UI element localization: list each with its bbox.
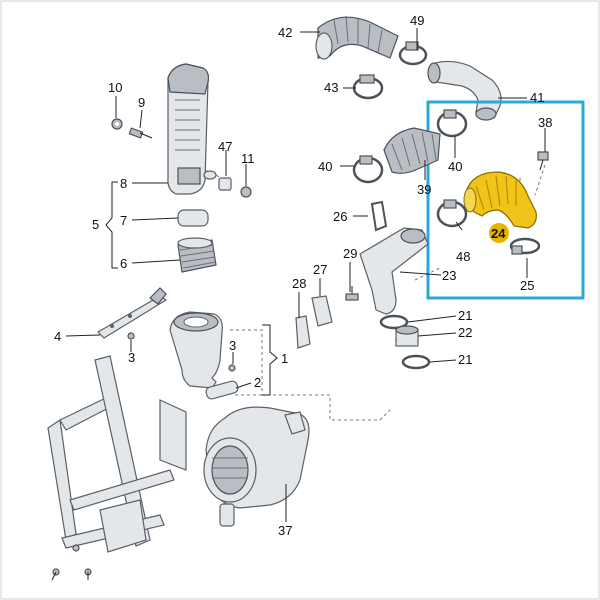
highlight-box <box>426 100 585 300</box>
brace-group-1 <box>262 324 278 396</box>
hose-clamp-part-49 <box>398 41 428 66</box>
clip-part-26 <box>370 200 388 232</box>
clamp-part-21-lower <box>401 354 431 370</box>
hose-clamp-part-48 <box>436 199 468 228</box>
label-49: 49 <box>410 13 424 28</box>
label-28: 28 <box>292 276 306 291</box>
label-29: 29 <box>343 246 357 261</box>
connector-part-22 <box>395 325 419 347</box>
label-10: 10 <box>108 80 122 95</box>
clamp-part-21-upper <box>379 314 409 330</box>
label-24-badge <box>489 223 509 243</box>
label-42: 42 <box>278 25 292 40</box>
corrugated-hose-part-39 <box>383 127 441 174</box>
label-8: 8 <box>120 176 127 191</box>
label-24: 24 <box>491 226 506 241</box>
blower-motor-part-37 <box>203 406 310 527</box>
label-37: 37 <box>278 523 292 538</box>
label-43: 43 <box>324 80 338 95</box>
label-2: 2 <box>254 375 261 390</box>
label-1: 1 <box>281 351 288 366</box>
air-duct-part-23 <box>359 227 429 315</box>
label-38: 38 <box>538 115 552 130</box>
label-25: 25 <box>520 278 534 293</box>
hose-clamp-part-40-right <box>436 109 468 138</box>
label-26: 26 <box>333 209 347 224</box>
leader-lines <box>65 28 546 522</box>
elbow-duct-part-41 <box>427 60 502 121</box>
bracket-part-4 <box>97 287 168 339</box>
corrugated-hose-part-42 <box>315 15 399 60</box>
label-21-lower: 21 <box>458 352 472 367</box>
label-41: 41 <box>530 90 544 105</box>
highlighted-hose-part-24 <box>463 171 537 229</box>
mounting-frame <box>47 355 187 581</box>
label-39: 39 <box>417 182 431 197</box>
label-21-upper: 21 <box>458 308 472 323</box>
bracket-part-27 <box>311 295 333 327</box>
label-40-left: 40 <box>318 159 332 174</box>
label-3-left: 3 <box>128 350 135 365</box>
bolt-head-part-29 <box>345 293 359 301</box>
label-4: 4 <box>54 329 61 344</box>
nut-part-3-right <box>228 364 236 372</box>
label-47: 47 <box>218 139 232 154</box>
label-27: 27 <box>313 262 327 277</box>
label-22: 22 <box>458 325 472 340</box>
label-3-right: 3 <box>229 338 236 353</box>
seal-ring-part-7 <box>177 209 209 227</box>
brace-group-5 <box>105 181 118 269</box>
hose-clamp-part-40-left <box>352 155 384 184</box>
nut-part-3-left <box>127 332 135 340</box>
bolt-part-38 <box>537 151 549 171</box>
bolt-part-9 <box>128 127 153 139</box>
grommet-part-47 <box>218 177 232 191</box>
bracket-part-28 <box>295 315 311 349</box>
intake-snorkel-part-8 <box>167 63 217 195</box>
part-labels: 42 49 43 41 38 40 39 40 26 24 48 25 23 2… <box>54 13 552 538</box>
label-5: 5 <box>92 217 99 232</box>
label-9: 9 <box>138 95 145 110</box>
hose-clamp-part-25 <box>509 237 541 255</box>
label-7: 7 <box>120 213 127 228</box>
label-48: 48 <box>456 249 470 264</box>
corrugated-hose-part-6 <box>177 237 217 273</box>
air-box-part-1 <box>169 311 223 389</box>
seal-part-2 <box>205 380 239 400</box>
nut-part-11 <box>240 186 252 198</box>
label-23: 23 <box>442 268 456 283</box>
label-11: 11 <box>241 151 255 166</box>
label-6: 6 <box>120 256 127 271</box>
label-40-right: 40 <box>448 159 462 174</box>
hose-clamp-part-43 <box>352 74 384 100</box>
screw-part-10 <box>111 118 123 130</box>
